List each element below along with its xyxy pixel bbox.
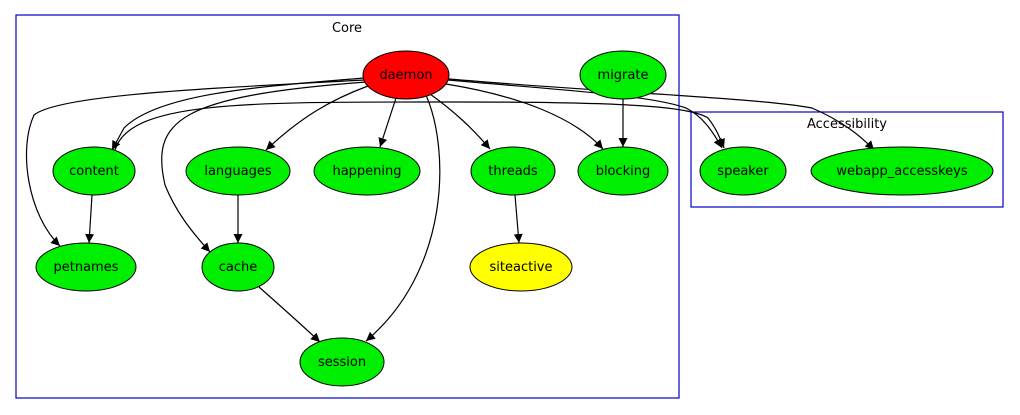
node-webapp-accesskeys: webapp_accesskeys [810, 146, 994, 196]
node-session: session [299, 337, 385, 387]
node-daemon-label: daemon [379, 68, 432, 83]
node-daemon-shape [362, 50, 450, 100]
cluster-accessibility-label: Accessibility [807, 117, 887, 132]
node-daemon: daemon [362, 50, 450, 100]
node-threads-label: threads [488, 164, 538, 179]
edge-daemon-happening [378, 97, 397, 148]
edge-daemon-blocking [445, 83, 604, 150]
cluster-core: Core [15, 14, 680, 399]
cluster-accessibility: Accessibility [690, 111, 1004, 208]
node-threads-shape [470, 146, 556, 196]
node-cache-shape [201, 242, 275, 292]
node-speaker-label: speaker [717, 164, 769, 179]
node-blocking-shape [577, 146, 669, 196]
edge-daemon-webapp-accesskeys [448, 78, 875, 151]
node-session-label: session [318, 355, 366, 370]
node-speaker-shape [699, 146, 787, 196]
node-siteactive: siteactive [469, 242, 573, 292]
edge-daemon-speaker [447, 79, 723, 149]
edge-daemon-languages [265, 85, 369, 151]
node-speaker: speaker [699, 146, 787, 196]
node-content: content [52, 146, 136, 196]
cluster-core-label: Core [332, 21, 362, 36]
edge-daemon-session [365, 94, 441, 342]
node-languages-shape [185, 146, 291, 196]
node-petnames-shape [35, 242, 137, 292]
node-happening-label: happening [332, 164, 401, 179]
edge-daemon-cache [161, 81, 367, 253]
edge-content-petnames [85, 194, 95, 244]
edge-threads-siteactive [513, 194, 523, 244]
edges-layer [25, 77, 875, 343]
node-happening-shape [313, 146, 421, 196]
node-content-label: content [69, 164, 119, 179]
node-migrate-shape [579, 50, 667, 100]
node-siteactive-label: siteactive [490, 260, 553, 275]
node-petnames: petnames [35, 242, 137, 292]
edge-content-speaker [114, 101, 725, 151]
node-languages-label: languages [204, 164, 272, 179]
node-webapp-accesskeys-label: webapp_accesskeys [836, 164, 967, 179]
node-migrate-label: migrate [598, 68, 649, 83]
node-cache-label: cache [219, 260, 258, 275]
edge-daemon-threads [429, 93, 491, 150]
node-migrate: migrate [579, 50, 667, 100]
node-webapp-accesskeys-shape [810, 146, 994, 196]
edge-daemon-petnames [25, 79, 365, 247]
node-session-shape [299, 337, 385, 387]
node-threads: threads [470, 146, 556, 196]
node-blocking: blocking [577, 146, 669, 196]
node-siteactive-shape [469, 242, 573, 292]
node-petnames-label: petnames [54, 260, 119, 275]
node-languages: languages [185, 146, 291, 196]
edge-cache-session [258, 286, 321, 343]
node-blocking-label: blocking [596, 164, 651, 179]
edge-daemon-content [111, 77, 365, 151]
node-happening: happening [313, 146, 421, 196]
node-cache: cache [201, 242, 275, 292]
node-content-shape [52, 146, 136, 196]
